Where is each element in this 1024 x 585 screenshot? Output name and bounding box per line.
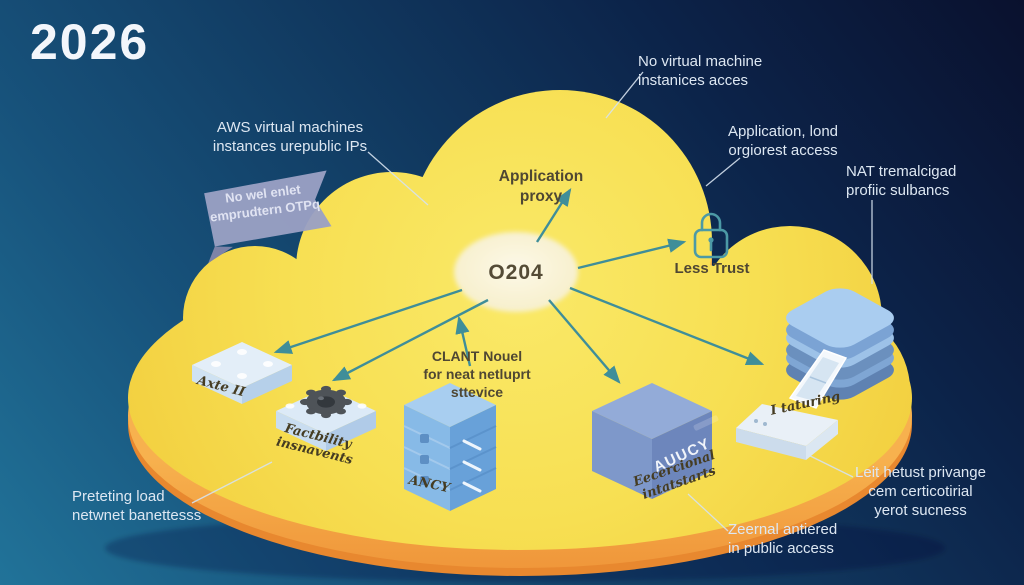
callout-application-lond: Application, lond orgiorest access bbox=[727, 123, 839, 160]
gear-box-icon bbox=[276, 385, 376, 451]
callout-aws-vms: AWS virtual machines instances urepublic… bbox=[212, 119, 368, 156]
callout-leit-privange: Leit hetust privange cem certicotirial y… bbox=[855, 464, 986, 520]
cube-icon: AUUCY bbox=[592, 383, 719, 499]
year-title: 2026 bbox=[30, 14, 150, 70]
hub-ellipse bbox=[454, 232, 578, 312]
flat-box-icon bbox=[192, 342, 292, 404]
client-note-label: CLANT Nouel for neat netluprt sttevice bbox=[423, 348, 531, 400]
speech-bubble bbox=[204, 170, 332, 264]
server-stack-icon bbox=[403, 383, 497, 511]
less-trust-label: Less Trust bbox=[674, 260, 750, 277]
callout-nat-profile: NAT tremalcigad profiic sulbancs bbox=[846, 163, 957, 200]
callout-preteting-load: Preteting load netwnet banettesss bbox=[72, 488, 202, 525]
callout-zeernal-public: Zeernal antiered in public access bbox=[728, 521, 838, 558]
flow-arrows bbox=[273, 187, 765, 384]
lock-icon bbox=[693, 212, 729, 259]
laptop-icon bbox=[736, 349, 848, 460]
hub-label: O204 bbox=[488, 261, 544, 284]
application-proxy-label: Application proxy bbox=[498, 168, 584, 205]
gear-icon bbox=[300, 385, 352, 419]
callout-no-vm-access: No virtual machine instanices acces bbox=[638, 53, 763, 90]
